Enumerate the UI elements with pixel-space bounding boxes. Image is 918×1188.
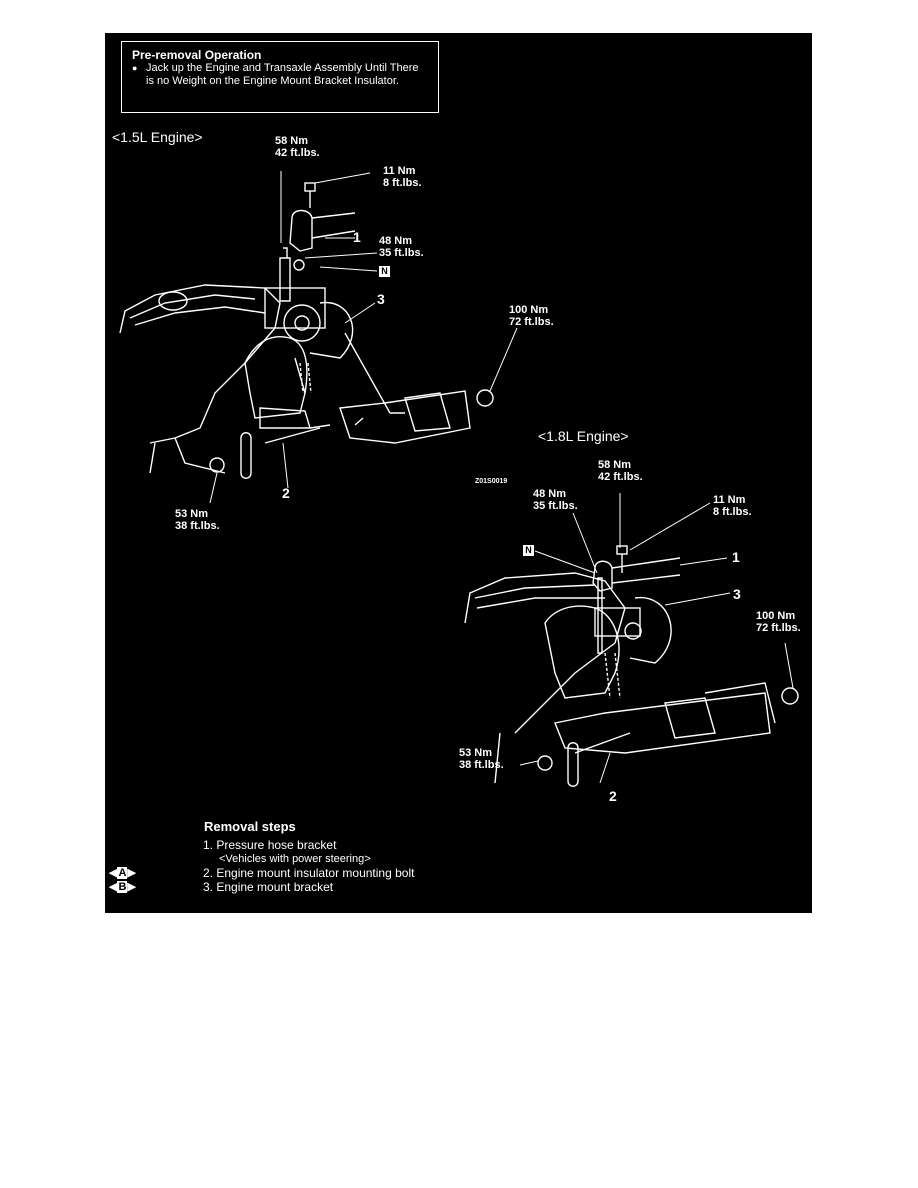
pre-removal-title: Pre-removal Operation bbox=[132, 48, 262, 62]
engine-15-drawing bbox=[119, 182, 494, 479]
callout-2-15: 2 bbox=[282, 485, 290, 501]
callout-3-15: 3 bbox=[377, 291, 385, 307]
engine-18-label: <1.8L Engine> bbox=[538, 428, 629, 444]
pre-removal-instruction: Jack up the Engine and Transaxle Assembl… bbox=[132, 62, 428, 88]
removal-step-1-note: <Vehicles with power steering> bbox=[219, 853, 371, 865]
nut-n-mark-18: N bbox=[523, 545, 534, 556]
mark-b: ◀B▶ bbox=[109, 881, 136, 893]
callout-3-18: 3 bbox=[733, 586, 741, 602]
callout-1-18: 1 bbox=[732, 549, 740, 565]
callout-1-15: 1 bbox=[353, 229, 361, 245]
removal-steps-title: Removal steps bbox=[204, 819, 296, 834]
service-diagram-panel: Pre-removal Operation Jack up the Engine… bbox=[105, 33, 812, 913]
removal-step-2: 2. Engine mount insulator mounting bolt bbox=[203, 866, 415, 880]
removal-step-3: 3. Engine mount bracket bbox=[203, 880, 334, 894]
engine-18-drawing bbox=[464, 545, 799, 787]
engine-mount-illustrations bbox=[119, 171, 799, 787]
mark-a: ◀A▶ bbox=[109, 867, 136, 879]
engine-15-label: <1.5L Engine> bbox=[112, 129, 203, 145]
pre-removal-box: Pre-removal Operation Jack up the Engine… bbox=[121, 41, 439, 113]
removal-step-1: 1. Pressure hose bracket bbox=[203, 838, 337, 852]
callout-2-18: 2 bbox=[609, 788, 617, 804]
figure-code: Z01S0019 bbox=[475, 478, 508, 485]
nut-n-mark-15: N bbox=[379, 266, 390, 277]
